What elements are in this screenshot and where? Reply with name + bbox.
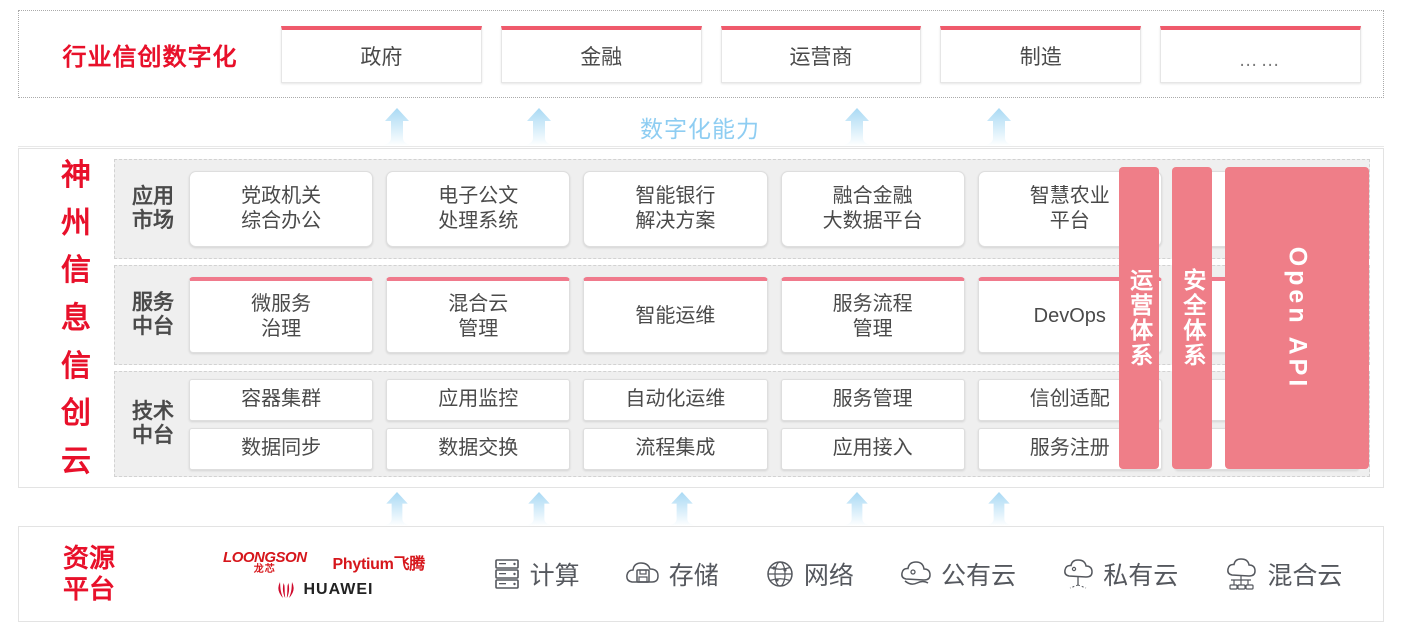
brand-char: 信 bbox=[61, 349, 91, 383]
network-globe-icon bbox=[767, 561, 793, 587]
cloud-storage-icon bbox=[625, 562, 659, 583]
resource-title-line: 资源 bbox=[62, 542, 115, 573]
cell-app-gov-office[interactable]: 党政机关综合办公 bbox=[189, 171, 374, 247]
layer-label-tech-platform: 技术 中台 bbox=[123, 400, 183, 448]
resource-item-hybrid-cloud[interactable]: 混合云 bbox=[1223, 556, 1342, 592]
industry-box-manufacturing[interactable]: 制造 bbox=[940, 25, 1142, 83]
huawei-logo-text: HUAWEI bbox=[303, 580, 374, 598]
cell-tech-service-mgmt[interactable]: 服务管理 bbox=[780, 378, 965, 421]
resource-title-line: 平台 bbox=[62, 574, 115, 604]
resource-platform-panel: 资源 平台 LOONGSON 龙芯 Phytium飞腾 HUA bbox=[18, 526, 1384, 622]
up-arrow-icon bbox=[840, 492, 874, 526]
industry-box-telecom[interactable]: 运营商 bbox=[720, 25, 922, 83]
resource-item-label: 公有云 bbox=[941, 562, 1017, 590]
cell-svc-hybrid-cloud-mgmt[interactable]: 混合云管理 bbox=[386, 277, 571, 353]
industry-band-title: 行业信创数字化 bbox=[62, 43, 238, 71]
industry-box-more[interactable]: …… bbox=[1160, 25, 1361, 83]
up-arrow-icon bbox=[522, 492, 556, 526]
resource-item-storage[interactable]: 存储 bbox=[625, 556, 719, 592]
brand-char: 神 bbox=[61, 159, 91, 192]
brand-char: 息 bbox=[61, 301, 91, 335]
server-icon bbox=[494, 559, 519, 589]
resource-arrow-strip bbox=[0, 492, 1402, 526]
up-arrow-icon bbox=[982, 492, 1016, 526]
cell-tech-app-access[interactable]: 应用接入 bbox=[780, 427, 965, 470]
loongson-logo: LOONGSON 龙芯 bbox=[223, 550, 307, 575]
industry-box-government[interactable]: 政府 bbox=[281, 25, 482, 83]
resource-item-list: 计算 存储 网络 bbox=[469, 556, 1383, 592]
industry-band: 行业信创数字化 政府 金融 运营商 制造 …… bbox=[18, 10, 1384, 98]
pillar-open-api[interactable]: Open API bbox=[1225, 167, 1369, 469]
layer-label-app-market: 应用 市场 bbox=[123, 185, 183, 233]
industry-box-list: 政府 金融 运营商 制造 …… bbox=[281, 25, 1383, 83]
loongson-logo-en: LOONGSON bbox=[223, 548, 307, 566]
public-cloud-icon bbox=[901, 561, 931, 585]
cell-tech-process-integration[interactable]: 流程集成 bbox=[583, 427, 768, 470]
brand-char: 创 bbox=[61, 397, 91, 431]
cell-app-edoc-system[interactable]: 电子公文处理系统 bbox=[386, 171, 571, 247]
up-arrow-icon bbox=[380, 492, 414, 526]
resource-item-compute[interactable]: 计算 bbox=[492, 556, 580, 592]
phytium-logo: Phytium飞腾 bbox=[332, 556, 426, 573]
cell-app-fin-bigdata[interactable]: 融合金融大数据平台 bbox=[780, 171, 965, 247]
up-arrow-icon bbox=[665, 492, 699, 526]
pillar-operations-system[interactable]: 运营体系 bbox=[1119, 167, 1160, 469]
cloud-layer-list: 应用 市场 党政机关综合办公 电子公文处理系统 智能银行解决方案 融合金融大数据… bbox=[114, 159, 1370, 479]
cell-svc-process-mgmt[interactable]: 服务流程管理 bbox=[780, 277, 965, 353]
cell-app-smart-bank[interactable]: 智能银行解决方案 bbox=[583, 171, 768, 247]
layer-label-line: 技术 bbox=[132, 399, 174, 423]
cell-tech-auto-ops[interactable]: 自动化运维 bbox=[583, 378, 768, 421]
industry-box-finance[interactable]: 金融 bbox=[500, 25, 702, 83]
layer-label-line: 市场 bbox=[132, 209, 174, 232]
cell-svc-smart-ops[interactable]: 智能运维 bbox=[583, 277, 768, 353]
cell-tech-data-exchange[interactable]: 数据交换 bbox=[386, 427, 571, 470]
layer-label-line: 中台 bbox=[132, 424, 174, 447]
hybrid-cloud-icon bbox=[1227, 558, 1257, 590]
layer-label-service-platform: 服务 中台 bbox=[123, 291, 183, 339]
resource-item-label: 私有云 bbox=[1103, 562, 1179, 590]
pillar-label: 安全体系 bbox=[1179, 268, 1206, 368]
panel-top-divider bbox=[18, 146, 1384, 147]
cloud-panel: 神 州 信 息 信 创 云 应用 市场 党政机关综合办公 电子公文处理系统 智能… bbox=[18, 148, 1384, 488]
pillar-label: Open API bbox=[1283, 246, 1312, 390]
layer-label-line: 应用 bbox=[132, 184, 174, 208]
vendor-logo-row-2: HUAWEI bbox=[275, 581, 374, 599]
layer-label-line: 服务 bbox=[132, 290, 174, 314]
brand-char: 信 bbox=[61, 254, 91, 288]
vendor-logo-group: LOONGSON 龙芯 Phytium飞腾 HUAWEI bbox=[159, 550, 469, 599]
pillar-security-system[interactable]: 安全体系 bbox=[1172, 167, 1213, 469]
huawei-flower-icon bbox=[277, 581, 294, 598]
cell-svc-microservice-gov[interactable]: 微服务治理 bbox=[189, 277, 374, 353]
brand-char: 州 bbox=[61, 206, 91, 240]
resource-platform-title: 资源 平台 bbox=[19, 543, 159, 605]
resource-item-label: 存储 bbox=[668, 562, 719, 590]
vendor-logo-row-1: LOONGSON 龙芯 Phytium飞腾 bbox=[223, 550, 425, 575]
loongson-logo-cn: 龙芯 bbox=[253, 563, 276, 575]
cloud-brand-vertical: 神 州 信 息 信 创 云 bbox=[53, 161, 99, 477]
brand-char: 云 bbox=[61, 444, 91, 478]
resource-item-label: 网络 bbox=[803, 562, 854, 590]
resource-item-label: 计算 bbox=[529, 562, 580, 590]
cell-tech-app-monitoring[interactable]: 应用监控 bbox=[386, 378, 571, 421]
pillar-label: 运营体系 bbox=[1126, 268, 1153, 368]
up-arrow-icon bbox=[380, 108, 414, 146]
resource-item-network[interactable]: 网络 bbox=[764, 556, 854, 592]
huawei-logo: HUAWEI bbox=[275, 581, 374, 599]
cell-tech-data-sync[interactable]: 数据同步 bbox=[189, 427, 374, 470]
layer-label-line: 中台 bbox=[132, 315, 174, 338]
resource-item-public-cloud[interactable]: 公有云 bbox=[899, 556, 1016, 592]
cell-tech-container-cluster[interactable]: 容器集群 bbox=[189, 378, 374, 421]
private-cloud-icon bbox=[1064, 559, 1093, 589]
capability-label: 数字化能力 bbox=[640, 116, 760, 142]
cloud-side-pillars: 运营体系 安全体系 Open API bbox=[1119, 167, 1369, 469]
up-arrow-icon bbox=[840, 108, 874, 146]
up-arrow-icon bbox=[982, 108, 1016, 146]
resource-item-label: 混合云 bbox=[1267, 562, 1343, 590]
resource-item-private-cloud[interactable]: 私有云 bbox=[1061, 556, 1178, 592]
up-arrow-icon bbox=[522, 108, 556, 146]
capability-arrow-strip: 数字化能力 bbox=[0, 104, 1402, 146]
